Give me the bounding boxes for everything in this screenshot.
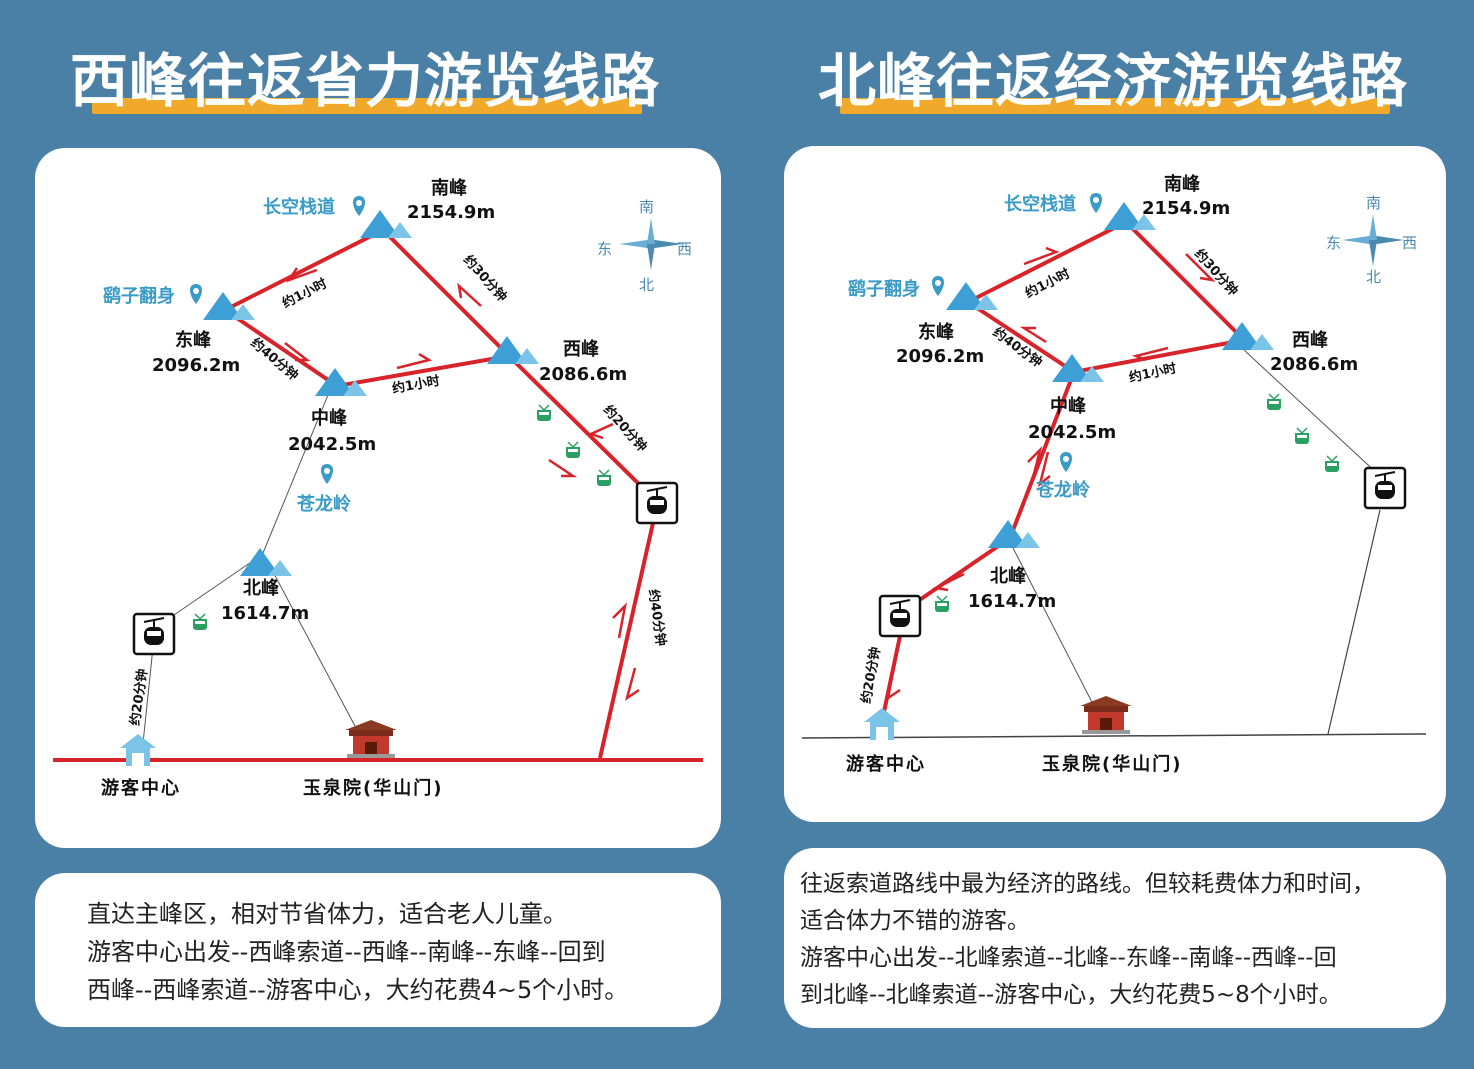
cable-station-west-icon bbox=[635, 481, 679, 525]
poi-yaozi: 鹞子翻身 bbox=[103, 285, 175, 307]
peak-middle-name: 中峰 bbox=[311, 407, 348, 429]
poi-canglong: 苍龙岭 bbox=[1035, 479, 1090, 501]
time-label: 约40分钟 bbox=[645, 588, 669, 647]
poi-changkong: 长空栈道 bbox=[263, 196, 335, 218]
peak-east-elev: 2096.2m bbox=[152, 355, 240, 376]
right-desc-line: 适合体力不错的游客。 bbox=[800, 908, 1030, 934]
mountain-east-icon bbox=[946, 282, 998, 310]
peak-west-elev: 2086.6m bbox=[1270, 354, 1358, 375]
peak-south-name: 南峰 bbox=[1164, 173, 1201, 195]
temple-icon bbox=[1080, 696, 1132, 734]
left-title: 西峰往返省力游览线路 bbox=[70, 47, 661, 115]
peak-west-elev: 2086.6m bbox=[539, 364, 627, 385]
right-desc-line: 到北峰--北峰索道--游客中心，大约花费5~8个小时。 bbox=[800, 982, 1342, 1008]
pin-icon bbox=[321, 464, 333, 484]
compass-e: 东 bbox=[1326, 234, 1341, 252]
peak-south-name: 南峰 bbox=[431, 177, 468, 199]
right-route bbox=[882, 220, 1246, 713]
right-desc-line: 往返索道路线中最为经济的路线。但较耗费体力和时间， bbox=[800, 871, 1375, 897]
poi-changkong: 长空栈道 bbox=[1004, 193, 1076, 215]
peak-north-elev: 1614.7m bbox=[221, 603, 309, 624]
peak-east-name: 东峰 bbox=[175, 329, 212, 351]
left-map-card: 南峰 2154.9m 东峰 2096.2m 西峰 2086.6m 中峰 2042… bbox=[35, 148, 721, 848]
time-label: 约20分钟 bbox=[600, 402, 650, 455]
peak-north-name: 北峰 bbox=[990, 565, 1027, 587]
peak-east-name: 东峰 bbox=[918, 321, 955, 343]
right-map-card: 南峰 2154.9m 东峰 2096.2m 西峰 2086.6m 中峰 2042… bbox=[784, 146, 1446, 822]
left-map: 南峰 2154.9m 东峰 2096.2m 西峰 2086.6m 中峰 2042… bbox=[53, 177, 703, 799]
visitor-center-label: 游客中心 bbox=[846, 753, 926, 775]
peak-middle-name: 中峰 bbox=[1050, 395, 1087, 417]
peak-east-elev: 2096.2m bbox=[896, 346, 984, 367]
right-description-card: 往返索道路线中最为经济的路线。但较耗费体力和时间， 适合体力不错的游客。 游客中… bbox=[784, 848, 1446, 1028]
temple-icon bbox=[345, 720, 397, 758]
cable-station-north-icon bbox=[878, 594, 922, 638]
time-label: 约20分钟 bbox=[127, 668, 151, 727]
peak-north-elev: 1614.7m bbox=[968, 591, 1056, 612]
peak-middle-elev: 2042.5m bbox=[288, 434, 376, 455]
mountain-east-icon bbox=[203, 292, 255, 320]
left-desc-line: 直达主峰区，相对节省体力，适合老人儿童。 bbox=[87, 900, 567, 928]
cable-station-west-icon bbox=[1363, 466, 1407, 510]
time-label: 约30分钟 bbox=[1191, 246, 1241, 299]
right-desc-line: 游客中心出发--北峰索道--北峰--东峰--南峰--西峰--回 bbox=[800, 945, 1337, 971]
peak-west-name: 西峰 bbox=[1292, 329, 1329, 351]
cable-station-north-icon bbox=[132, 612, 176, 656]
peak-west-name: 西峰 bbox=[563, 338, 600, 360]
compass-e: 东 bbox=[597, 240, 612, 258]
pin-icon bbox=[1090, 193, 1102, 213]
pin-icon bbox=[190, 284, 202, 304]
compass-n: 南 bbox=[639, 198, 654, 216]
compass-n: 南 bbox=[1366, 194, 1381, 212]
right-title: 北峰往返经济游览线路 bbox=[818, 47, 1409, 115]
visitor-center-label: 游客中心 bbox=[101, 777, 181, 799]
poi-canglong: 苍龙岭 bbox=[296, 493, 351, 515]
peak-south-elev: 2154.9m bbox=[407, 202, 495, 223]
visitor-center-icon bbox=[864, 708, 900, 740]
time-label: 约1小时 bbox=[1128, 360, 1178, 386]
pin-icon bbox=[1060, 452, 1072, 472]
left-desc-line: 游客中心出发--西峰索道--西峰--南峰--东峰--回到 bbox=[87, 938, 606, 966]
compass-w: 西 bbox=[1402, 234, 1417, 252]
ground-line bbox=[801, 733, 1427, 739]
yuquan-label: 玉泉院(华山门) bbox=[1042, 753, 1182, 775]
compass-s: 北 bbox=[639, 276, 654, 294]
peak-north-name: 北峰 bbox=[243, 577, 280, 599]
poi-yaozi: 鹞子翻身 bbox=[848, 278, 920, 300]
yuquan-label: 玉泉院(华山门) bbox=[303, 777, 443, 799]
left-route bbox=[53, 228, 703, 762]
peak-middle-elev: 2042.5m bbox=[1028, 422, 1116, 443]
compass-icon bbox=[619, 218, 683, 270]
right-map: 南峰 2154.9m 东峰 2096.2m 西峰 2086.6m 中峰 2042… bbox=[801, 173, 1427, 775]
mountain-south-icon bbox=[360, 210, 412, 238]
compass-icon bbox=[1342, 214, 1404, 266]
pin-icon bbox=[932, 276, 944, 296]
left-desc-line: 西峰--西峰索道--游客中心，大约花费4~5个小时。 bbox=[87, 976, 629, 1004]
time-label: 约30分钟 bbox=[460, 252, 510, 305]
time-label: 约20分钟 bbox=[858, 646, 884, 705]
compass-s: 北 bbox=[1366, 268, 1381, 286]
peak-south-elev: 2154.9m bbox=[1142, 198, 1230, 219]
compass-w: 西 bbox=[677, 240, 692, 258]
left-description-card: 直达主峰区，相对节省体力，适合老人儿童。 游客中心出发--西峰索道--西峰--南… bbox=[35, 873, 721, 1027]
mountain-north-icon bbox=[240, 548, 292, 576]
pin-icon bbox=[353, 196, 365, 216]
